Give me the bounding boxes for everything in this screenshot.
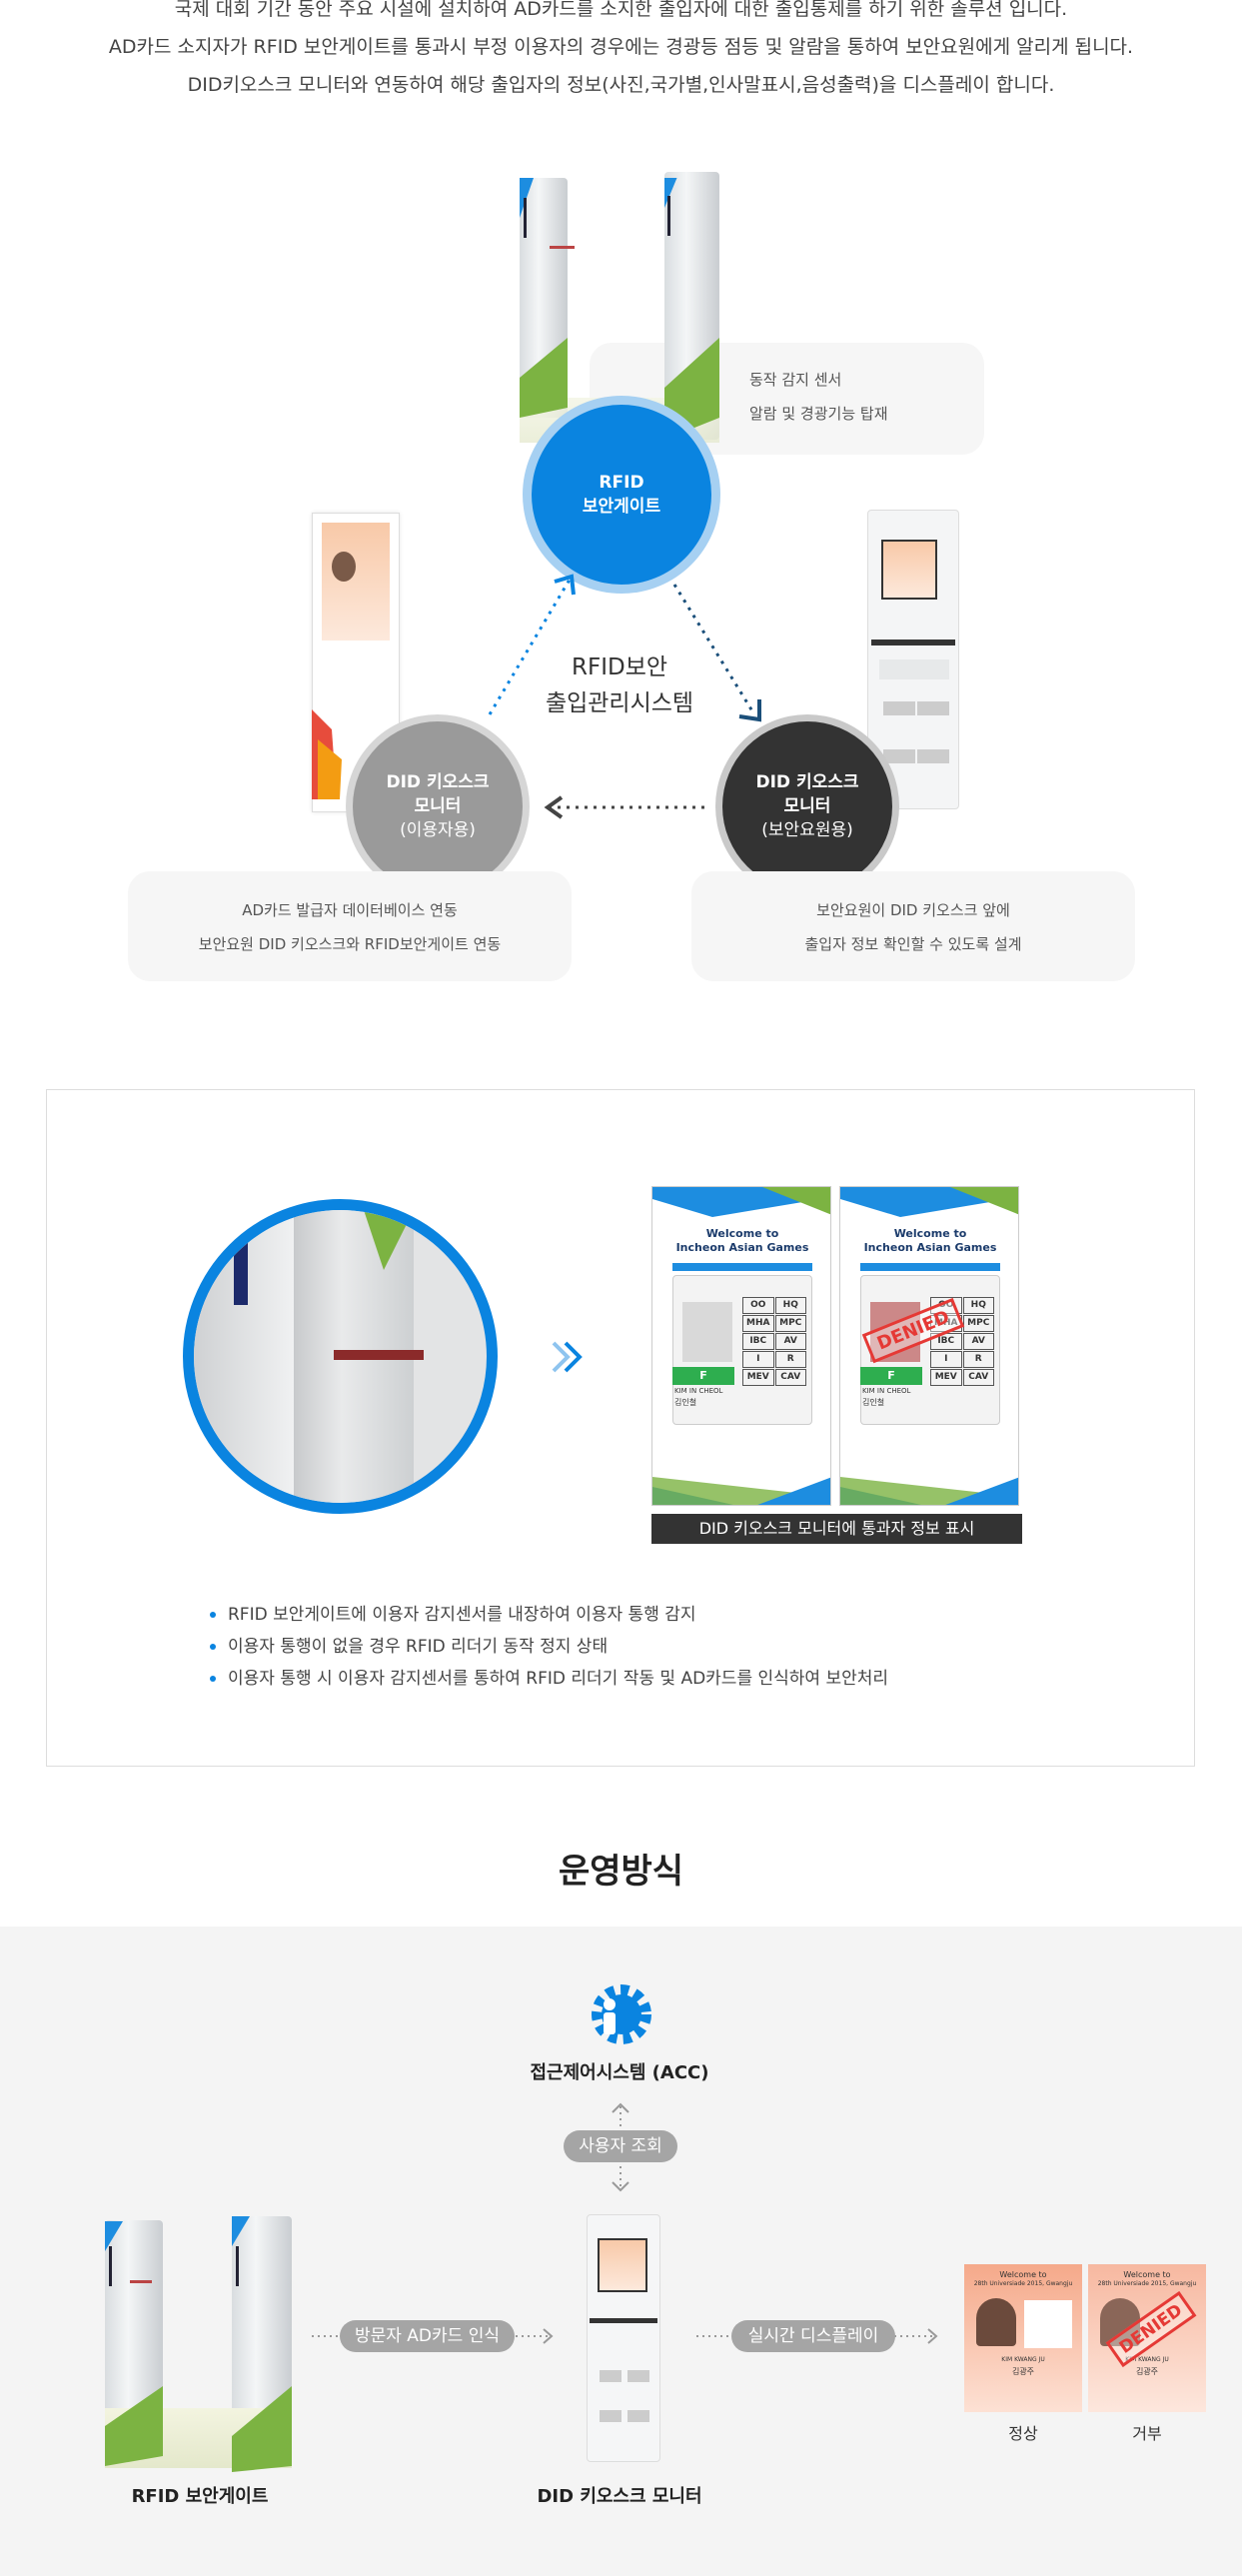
did-security-line: DID 키오스크 xyxy=(755,772,859,792)
access-code: HQ xyxy=(962,1297,994,1314)
normal-label: 정상 xyxy=(1008,2424,1038,2443)
card-welcome: Welcome to xyxy=(705,1227,779,1240)
access-code: MPC xyxy=(962,1315,994,1332)
gate-zoom-circle xyxy=(183,1199,498,1514)
access-code: MEV xyxy=(930,1369,962,1386)
bullet-item: 이용자 통행 시 이용자 감지센서를 통하여 RFID 리더기 작동 및 AD카… xyxy=(210,1663,888,1695)
op-gate-label: RFID 보안게이트 xyxy=(131,2486,269,2507)
card-zone: F xyxy=(672,1367,734,1385)
card-welcome: Welcome to xyxy=(893,1227,967,1240)
rfid-gate-circle: RFID 보안게이트 xyxy=(532,405,711,585)
user-feature-box: AD카드 발급자 데이터베이스 연동 보안요원 DID 키오스크와 RFID보안… xyxy=(128,871,572,981)
did-security-line: 모니터 xyxy=(783,796,831,816)
result-card-welcome: Welcome to xyxy=(1123,2270,1171,2279)
access-code: MHA xyxy=(930,1315,962,1332)
card-name-kr: 김인철 xyxy=(862,1398,885,1407)
access-code: IBC xyxy=(742,1333,774,1350)
gate-feature-line: 알람 및 경광기능 탑재 xyxy=(749,405,888,423)
access-code: OO xyxy=(930,1297,962,1314)
operation-title: 운영방식 xyxy=(558,1852,684,1892)
id-card-denied: Welcome to Incheon Asian Games OO HQ MHA… xyxy=(839,1186,1019,1506)
did-user-line: (이용자용) xyxy=(400,820,476,840)
access-code: MPC xyxy=(774,1315,806,1332)
did-user-circle: DID 키오스크 모니터 (이용자용) xyxy=(353,721,523,891)
gate-circle-line: RFID xyxy=(599,473,644,493)
result-card-name: KIM KWANG JU xyxy=(1001,2356,1045,2363)
user-feature-line: 보안요원 DID 키오스크와 RFID보안게이트 연동 xyxy=(198,935,502,953)
access-code: AV xyxy=(962,1333,994,1350)
security-feature-box: 보안요원이 DID 키오스크 앞에 출입자 정보 확인할 수 있도록 설계 xyxy=(691,871,1135,981)
access-code: HQ xyxy=(774,1297,806,1314)
did-user-line: 모니터 xyxy=(414,796,462,816)
card-codes: OO HQ MHA MPC IBC AV I R MEV CAV xyxy=(930,1297,994,1386)
realtime-display-pill: 실시간 디스플레이 xyxy=(731,2320,895,2352)
card-name-en: KIM IN CHEOL xyxy=(862,1387,911,1395)
flow-arrows xyxy=(488,574,761,819)
card-zone: F xyxy=(860,1367,922,1385)
result-card-welcome: Welcome to xyxy=(999,2270,1047,2279)
card-games: Incheon Asian Games xyxy=(675,1241,809,1254)
result-card-name: KIM KWANG JU xyxy=(1125,2356,1169,2363)
result-card-name-kr: 김광주 xyxy=(1011,2367,1035,2376)
card-games: Incheon Asian Games xyxy=(863,1241,997,1254)
did-user-line: DID 키오스크 xyxy=(386,772,490,792)
result-card-name-kr: 김광주 xyxy=(1135,2367,1159,2376)
intro-text: 국제 대회 기간 동안 주요 시설에 설치하여 AD카드를 소지한 출입자에 대… xyxy=(0,0,1242,104)
access-code: OO xyxy=(742,1297,774,1314)
sensor-bullets: RFID 보안게이트에 이용자 감지센서를 내장하여 이용자 통행 감지 이용자… xyxy=(210,1599,888,1695)
card-codes: OO HQ MHA MPC IBC AV I R MEV CAV xyxy=(742,1297,806,1386)
card-caption: DID 키오스크 모니터에 통과자 정보 표시 xyxy=(651,1514,1022,1544)
cycle-center-title: RFID보안 출입관리시스템 xyxy=(520,649,719,721)
intro-line: AD카드 소지자가 RFID 보안게이트를 통과시 부정 이용자의 경우에는 경… xyxy=(108,36,1134,58)
id-card-normal: Welcome to Incheon Asian Games OO HQ MHA… xyxy=(651,1186,831,1506)
result-card-event: 28th Universiade 2015, Gwangju xyxy=(1097,2280,1197,2287)
acc-gear-icon xyxy=(592,1984,651,2044)
center-title-line: RFID보안 xyxy=(571,654,668,680)
access-code: AV xyxy=(774,1333,806,1350)
result-card-event: 28th Universiade 2015, Gwangju xyxy=(973,2280,1073,2287)
access-code: MEV xyxy=(742,1369,774,1386)
result-card-normal: Welcome to 28th Universiade 2015, Gwangj… xyxy=(964,2264,1082,2412)
gate-circle-line: 보안게이트 xyxy=(582,497,661,517)
access-code: IBC xyxy=(930,1333,962,1350)
security-feature-line: 출입자 정보 확인할 수 있도록 설계 xyxy=(804,935,1022,953)
bullet-item: RFID 보안게이트에 이용자 감지센서를 내장하여 이용자 통행 감지 xyxy=(210,1599,888,1631)
access-code: I xyxy=(930,1351,962,1368)
chevron-right-icon xyxy=(552,1341,583,1373)
security-feature-line: 보안요원이 DID 키오스크 앞에 xyxy=(816,901,1010,919)
ad-recognition-pill: 방문자 AD카드 인식 xyxy=(340,2320,515,2352)
op-kiosk-label: DID 키오스크 모니터 xyxy=(537,2486,702,2507)
user-feature-line: AD카드 발급자 데이터베이스 연동 xyxy=(242,901,458,919)
did-security-circle: DID 키오스크 모니터 (보안요원용) xyxy=(722,721,892,891)
acc-label: 접근제어시스템 (ACC) xyxy=(530,2062,709,2083)
user-query-pill: 사용자 조회 xyxy=(564,2130,677,2162)
did-security-line: (보안요원용) xyxy=(761,820,853,840)
access-code: R xyxy=(774,1351,806,1368)
access-code: MHA xyxy=(742,1315,774,1332)
result-card-denied: Welcome to 28th Universiade 2015, Gwangj… xyxy=(1088,2264,1206,2412)
card-name-kr: 김인철 xyxy=(674,1398,697,1407)
bullet-item: 이용자 통행이 없을 경우 RFID 리더기 동작 정지 상태 xyxy=(210,1631,888,1663)
access-code: CAV xyxy=(774,1369,806,1386)
access-code: R xyxy=(962,1351,994,1368)
card-name-en: KIM IN CHEOL xyxy=(674,1387,723,1395)
intro-line: 국제 대회 기간 동안 주요 시설에 설치하여 AD카드를 소지한 출입자에 대… xyxy=(174,0,1068,20)
access-code: I xyxy=(742,1351,774,1368)
center-title-line: 출입관리시스템 xyxy=(545,690,694,716)
vertical-dotted-arrows xyxy=(612,2102,629,2192)
access-code: CAV xyxy=(962,1369,994,1386)
denied-label: 거부 xyxy=(1132,2424,1162,2443)
gate-feature-line: 동작 감지 센서 xyxy=(749,371,842,389)
intro-line: DID키오스크 모니터와 연동하여 해당 출입자의 정보(사진,국가별,인사말표… xyxy=(187,74,1055,96)
